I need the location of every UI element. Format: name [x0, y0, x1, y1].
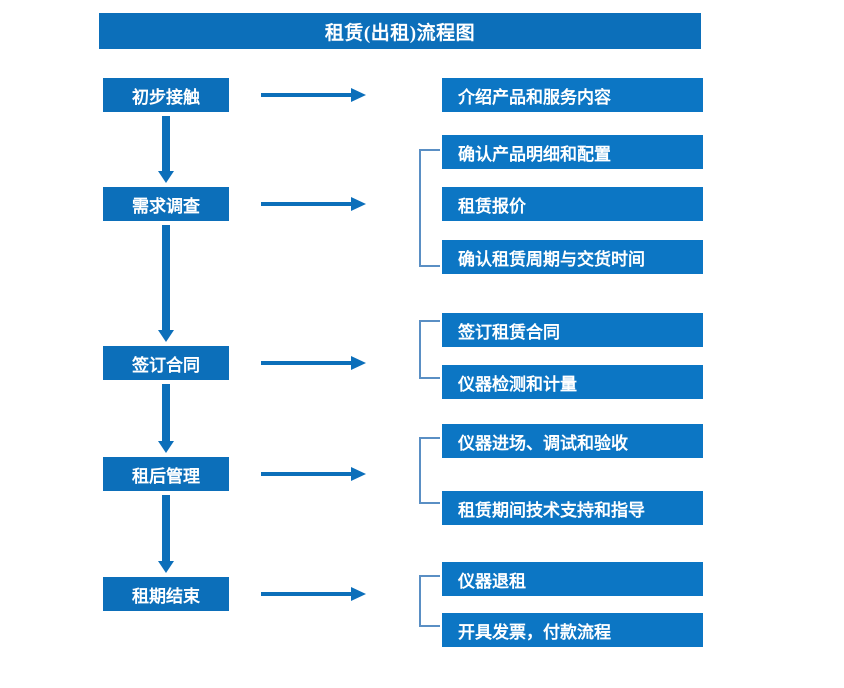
horizontal-arrow-1	[261, 88, 367, 102]
stage-box-5[interactable]: 租期结束	[103, 577, 229, 611]
detail-box-5[interactable]: 签订租赁合同	[442, 313, 703, 347]
detail-box-6[interactable]: 仪器检测和计量	[442, 365, 703, 399]
detail-box-3[interactable]: 租赁报价	[442, 187, 703, 221]
horizontal-arrow-4	[261, 467, 367, 481]
group-bracket-3	[419, 437, 440, 504]
horizontal-arrow-5	[261, 587, 367, 601]
detail-box-8[interactable]: 租赁期间技术支持和指导	[442, 491, 703, 525]
vertical-arrow-1	[156, 116, 176, 183]
stage-box-1[interactable]: 初步接触	[103, 78, 229, 112]
detail-box-4[interactable]: 确认租赁周期与交货时间	[442, 240, 703, 274]
stage-box-4[interactable]: 租后管理	[103, 457, 229, 491]
stage-box-3[interactable]: 签订合同	[103, 346, 229, 380]
group-bracket-4	[419, 575, 440, 627]
detail-box-9[interactable]: 仪器退租	[442, 562, 703, 596]
stage-box-2[interactable]: 需求调查	[103, 187, 229, 221]
group-bracket-2	[419, 320, 440, 379]
detail-box-2[interactable]: 确认产品明细和配置	[442, 135, 703, 169]
vertical-arrow-2	[156, 225, 176, 342]
chart-title: 租赁(出租)流程图	[99, 13, 701, 49]
horizontal-arrow-3	[261, 356, 367, 370]
vertical-arrow-4	[156, 495, 176, 573]
detail-box-10[interactable]: 开具发票，付款流程	[442, 613, 703, 647]
group-bracket-1	[419, 149, 440, 267]
vertical-arrow-3	[156, 384, 176, 453]
detail-box-1[interactable]: 介绍产品和服务内容	[442, 78, 703, 112]
detail-box-7[interactable]: 仪器进场、调试和验收	[442, 424, 703, 458]
horizontal-arrow-2	[261, 197, 367, 211]
